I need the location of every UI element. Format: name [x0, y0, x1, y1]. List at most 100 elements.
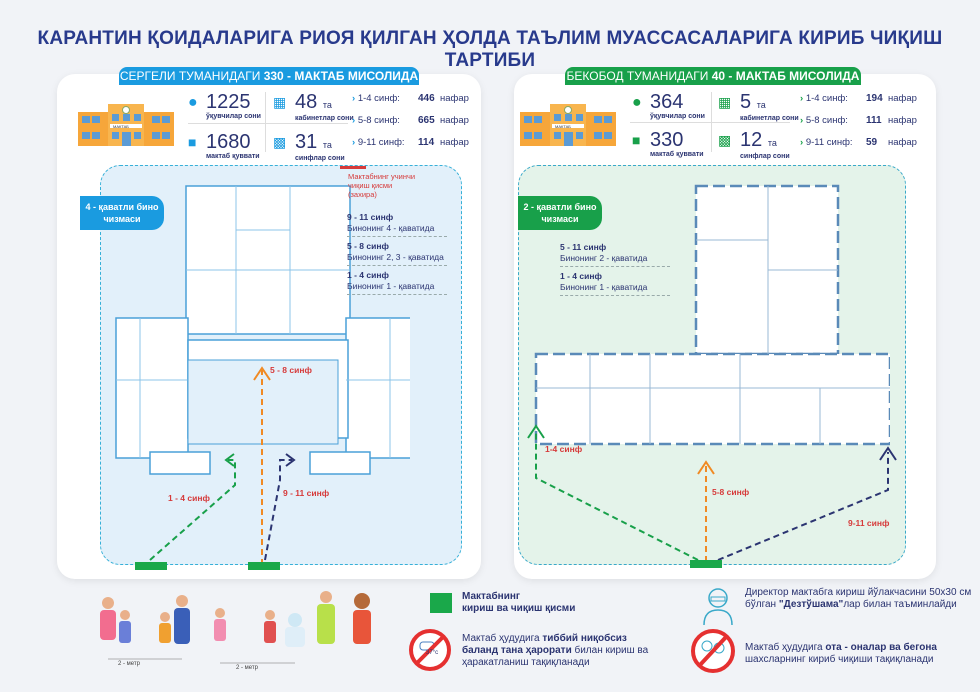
school-sign: МАКТАБ — [555, 124, 571, 129]
school-building-icon — [78, 104, 174, 146]
floors-tag: 2 - қаватли бино чизмаси — [518, 196, 602, 230]
grade-unit: нафар — [440, 137, 469, 148]
students-label: ўқувчилар сони — [206, 113, 261, 120]
student-icon: ● — [188, 94, 198, 111]
grade-unit: нафар — [440, 93, 469, 104]
school-capacity-icon: ■ — [188, 134, 197, 150]
left-route-arrows — [149, 366, 296, 565]
route-label-5-8: 5 - 8 синф — [270, 365, 312, 375]
cabinets-label: кабинетлар сони — [740, 115, 799, 122]
grade-label: 9-11 синф: — [357, 137, 405, 148]
legend-text: Директор мактабга кириш йўлакчасини 50x3… — [745, 587, 972, 610]
route-label-9-11: 9 - 11 синф — [283, 488, 330, 498]
grade-count: 111 — [866, 115, 882, 126]
route-1-4 — [149, 459, 236, 561]
legend-bold: тиббий ниқобсиз баланд тана ҳарорати — [462, 633, 627, 656]
route-1-4 — [535, 430, 699, 561]
grade-label: 5-8 синф: — [805, 115, 848, 126]
grade-label: 1-4 синф: — [805, 93, 848, 104]
note-grade: 1 - 4 синф — [347, 270, 389, 280]
capacity-label: мактаб қуввати — [650, 151, 704, 158]
divider — [188, 123, 348, 124]
route-label-1-4: 1 - 4 синф — [168, 493, 210, 503]
note-floor: Бинонинг 1 - қаватида — [347, 281, 447, 295]
note-grade: 5 - 8 синф — [347, 241, 389, 251]
unit: та — [756, 100, 766, 110]
legend-text: Мактаб ҳудудига — [462, 633, 543, 644]
director-legend: Директор мактабга кириш йўлакчасини 50x3… — [745, 587, 973, 611]
director-icon — [703, 588, 733, 625]
legend-line: кириш ва чиқиш қисми — [462, 603, 576, 614]
reserve-exit-label: Мактабнинг учинчи чиқиш қисми (захира) — [348, 172, 416, 199]
classroom-icon: ▩ — [273, 134, 287, 150]
capacity-label: мактаб қуввати — [206, 153, 260, 160]
classes-label: синфлар сони — [740, 153, 790, 160]
parents-legend: Мактаб ҳудудига ота - оналар ва бегона ш… — [745, 642, 973, 666]
route-label-5-8: 5-8 синф — [712, 487, 750, 497]
note-floor: Бинонинг 2, 3 - қаватида — [347, 252, 447, 266]
unit: та — [767, 138, 777, 148]
school-capacity-icon: ■ — [632, 132, 641, 148]
legend-text: шахсларнинг кириб чиқиши тақиқланади — [745, 654, 934, 665]
grade-count: 665 — [418, 115, 435, 126]
banner-prefix: БЕКОБОД ТУМАНИДАГИ — [566, 69, 712, 83]
classroom-icon: ▩ — [718, 132, 732, 148]
classes-label: синфлар сони — [295, 155, 345, 162]
school-building-icon — [520, 104, 616, 146]
entrance-marker — [690, 560, 722, 568]
entrance-marker — [248, 562, 280, 570]
route-label-1-4: 1-4 синф — [545, 444, 583, 454]
legend-bold: "Дезтўшама" — [778, 599, 844, 610]
student-icon: ● — [632, 94, 642, 111]
students-value: 364 — [650, 91, 684, 113]
grade-count: 446 — [418, 93, 435, 104]
note-floor: Бинонинг 4 - қаватида — [347, 223, 447, 237]
legend-text: лар билан таъминлайди — [843, 599, 957, 610]
grade-count: 59 — [866, 137, 878, 148]
route-label-9-11: 9-11 синф — [848, 518, 890, 528]
grade-unit: нафар — [888, 137, 917, 148]
entrance-legend-swatch — [430, 593, 452, 613]
cabinets-value: 5 — [740, 91, 752, 113]
left-banner: СЕРГЕЛИ ТУМАНИДАГИ 330 - МАКТАБ МИСОЛИДА — [119, 67, 419, 85]
grade-label: 1-4 синф: — [357, 93, 400, 104]
classes-value: 31 — [295, 131, 318, 153]
unit: та — [322, 100, 332, 110]
legend-text: билан кириш ва ҳаракатланиш тақиқланади — [462, 645, 649, 668]
classes-value: 12 — [740, 129, 763, 151]
route-9-11 — [264, 459, 292, 561]
note-grade: 9 - 11 синф — [347, 212, 394, 222]
capacity-value: 330 — [650, 129, 684, 151]
cabinets-value: 48 — [295, 91, 318, 113]
note-grade: 5 - 11 синф — [560, 242, 607, 252]
left-floor-plan — [115, 185, 410, 475]
capacity-value: 1680 — [206, 131, 251, 153]
students-label: ўқувчилар сони — [650, 113, 705, 120]
right-route-arrows — [527, 424, 897, 562]
family-figures — [100, 591, 371, 647]
divider — [265, 92, 266, 152]
distance-label: 2 - метр — [236, 665, 259, 671]
grade-unit: нафар — [440, 115, 469, 126]
cabinet-icon: ▦ — [273, 94, 287, 110]
thermometer-label: 37°c — [426, 650, 439, 656]
distance-label: 2 - метр — [118, 661, 141, 667]
entrance-marker — [135, 562, 167, 570]
legend-bold: ота - оналар ва бегона — [825, 642, 937, 653]
right-banner: БЕКОБОД ТУМАНИДАГИ 40 - МАКТАБ МИСОЛИДА — [565, 67, 861, 85]
banner-bold: 40 - МАКТАБ МИСОЛИДА — [711, 69, 860, 83]
banner-prefix: СЕРГЕЛИ ТУМАНИДАГИ — [119, 69, 264, 83]
unit: та — [322, 140, 332, 150]
legend-text: Мактаб ҳудудига — [745, 642, 826, 653]
students-value: 1225 — [206, 91, 251, 113]
route-9-11 — [717, 452, 889, 561]
note-grade: 1 - 4 синф — [560, 271, 602, 281]
floors-tag: 4 - қаватли бино чизмаси — [80, 196, 164, 230]
banner-bold: 330 - МАКТАБ МИСОЛИДА — [263, 69, 419, 83]
grade-unit: нафар — [888, 115, 917, 126]
grade-count: 194 — [866, 93, 883, 104]
note-floor: Бинонинг 1 - қаватида — [560, 282, 670, 296]
grade-unit: нафар — [888, 93, 917, 104]
